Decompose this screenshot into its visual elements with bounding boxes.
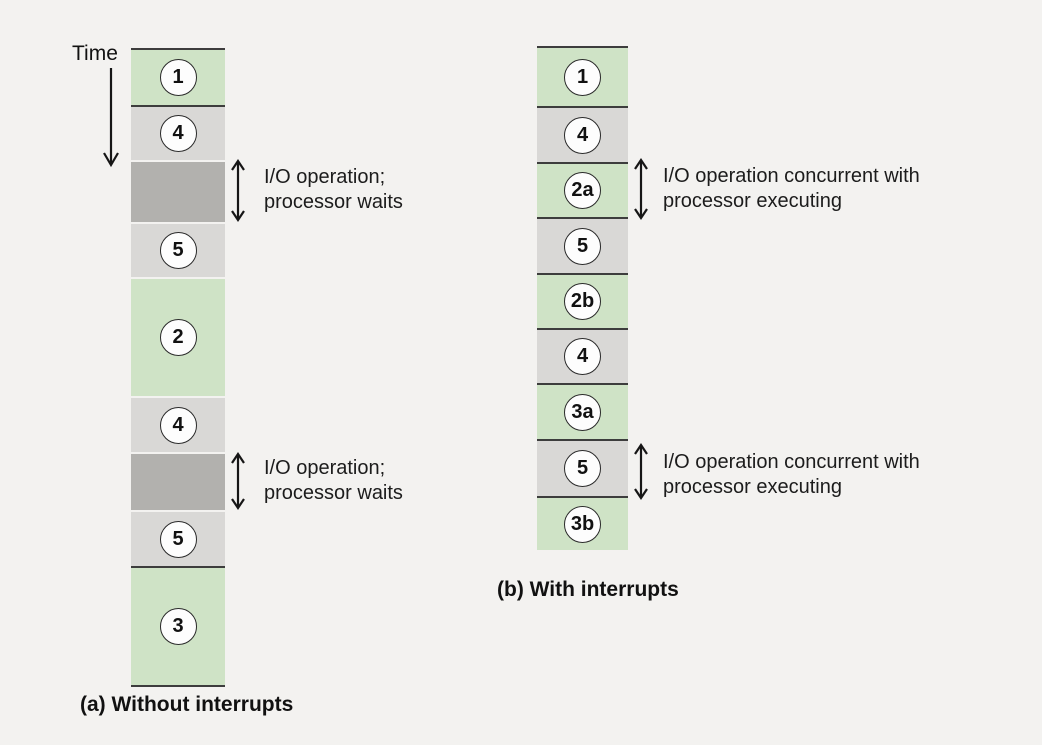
segment-number-circle: 1 — [564, 58, 601, 96]
segment-2a: 2a — [537, 164, 628, 219]
io-annotation-line: I/O operation; — [264, 166, 386, 188]
segment-number-circle: 4 — [159, 115, 197, 152]
segment-number-circle: 4 — [159, 406, 197, 444]
column-without-interrupts: 1 4 5 2 4 5 3 — [131, 48, 225, 687]
io-annotation-text: I/O operation; processor waits — [264, 165, 403, 215]
segment-number-circle: 5 — [159, 232, 197, 269]
segment-2: 2 — [131, 279, 225, 398]
segment-number-circle: 2a — [564, 172, 601, 209]
segment-5: 5 — [131, 224, 225, 279]
io-double-arrow — [634, 443, 648, 500]
segment-5: 5 — [537, 441, 628, 498]
io-annotation-text: I/O operation; processor waits — [264, 456, 403, 506]
segment-2b: 2b — [537, 275, 628, 330]
segment-number-circle: 3 — [159, 608, 197, 645]
segment-3a: 3a — [537, 385, 628, 441]
segment-number-circle: 2b — [564, 283, 601, 320]
io-annotation-text: I/O operation concurrent with processor e… — [663, 450, 920, 500]
segment-3: 3 — [131, 568, 225, 685]
caption-with-interrupts: (b) With interrupts — [497, 578, 679, 601]
segment-3b: 3b — [537, 498, 628, 550]
segment-number-circle: 4 — [564, 338, 601, 375]
io-annotation-line: I/O operation concurrent with — [663, 165, 920, 187]
io-annotation-text: I/O operation concurrent with processor e… — [663, 164, 920, 214]
io-double-arrow — [634, 158, 648, 220]
segment-number-circle: 5 — [564, 450, 601, 487]
segment-4: 4 — [537, 330, 628, 385]
segment-io-wait — [131, 162, 225, 224]
segment-number-circle: 2 — [159, 319, 197, 356]
segment-number-circle: 5 — [564, 227, 601, 265]
io-annotation-line: processor waits — [264, 191, 403, 213]
io-annotation-line: I/O operation; — [264, 457, 386, 479]
column-with-interrupts: 1 4 2a 5 2b 4 3a 5 3b — [537, 46, 628, 550]
segment-4: 4 — [537, 108, 628, 164]
io-annotation-line: processor waits — [264, 482, 403, 504]
segment-number-circle: 3b — [564, 505, 601, 543]
segment-4: 4 — [131, 107, 225, 162]
segment-5: 5 — [537, 219, 628, 275]
segment-1: 1 — [537, 48, 628, 108]
segment-4: 4 — [131, 398, 225, 454]
segment-1: 1 — [131, 50, 225, 107]
time-label: Time — [72, 42, 118, 65]
segment-number-circle: 1 — [159, 59, 197, 96]
segment-number-circle: 5 — [159, 520, 197, 558]
io-annotation-line: I/O operation concurrent with — [663, 451, 920, 473]
caption-without-interrupts: (a) Without interrupts — [80, 693, 294, 716]
segment-number-circle: 3a — [564, 393, 601, 431]
io-annotation-line: processor executing — [663, 476, 842, 498]
segment-io-wait — [131, 454, 225, 512]
segment-number-circle: 4 — [564, 116, 601, 154]
io-annotation-line: processor executing — [663, 190, 842, 212]
time-down-arrow — [103, 68, 119, 168]
io-double-arrow — [231, 159, 245, 222]
io-double-arrow — [231, 452, 245, 510]
segment-5: 5 — [131, 512, 225, 568]
